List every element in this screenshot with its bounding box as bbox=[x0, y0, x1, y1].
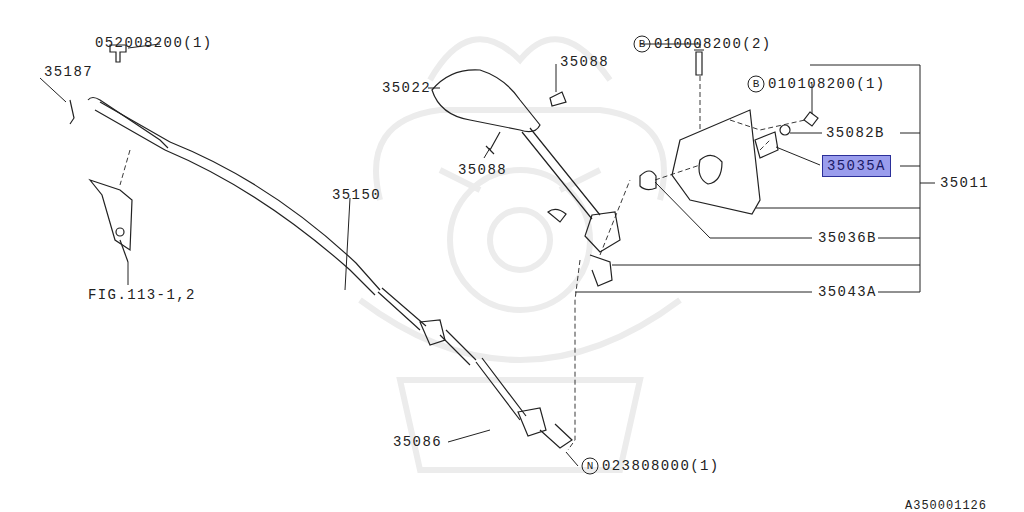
callout-number: 010108200(1) bbox=[768, 76, 886, 92]
callout-number: FIG.113-1,2 bbox=[88, 287, 196, 303]
callout-number: 35011 bbox=[940, 175, 989, 191]
circled-letter: N bbox=[587, 458, 594, 474]
parts bbox=[70, 45, 818, 448]
callout-number: 023808000(1) bbox=[602, 458, 720, 474]
shift-knob bbox=[432, 70, 540, 132]
part-number: 35035A bbox=[827, 158, 886, 174]
lever-base bbox=[585, 212, 620, 252]
bracket bbox=[90, 180, 132, 250]
callout-number: 35150 bbox=[332, 187, 381, 203]
callout-number: 35187 bbox=[44, 64, 93, 80]
bushing bbox=[755, 132, 778, 158]
circled-letter: B bbox=[639, 36, 646, 52]
callout-number: 35036B bbox=[818, 230, 877, 246]
callout-number: 35088 bbox=[560, 54, 609, 70]
leader-lines bbox=[40, 44, 935, 466]
circled-letter: B bbox=[753, 76, 760, 92]
watermark bbox=[360, 39, 680, 470]
circled-letters bbox=[582, 36, 764, 474]
highlighted-part-number: 35035A bbox=[822, 155, 891, 177]
callout-number: 35022 bbox=[382, 80, 431, 96]
callout-number: A350001126 bbox=[905, 498, 987, 512]
callout-number: 052008200(1) bbox=[95, 35, 213, 51]
callout-number: 35088 bbox=[458, 162, 507, 178]
dashed-guides bbox=[120, 76, 805, 450]
callout-number: 010008200(2) bbox=[654, 36, 772, 52]
clip-35187 bbox=[70, 100, 74, 124]
callout-number: 35043A bbox=[818, 284, 877, 300]
callout-number: 35086 bbox=[393, 434, 442, 450]
callout-number: 35082B bbox=[826, 125, 885, 141]
cable-end bbox=[88, 98, 168, 149]
